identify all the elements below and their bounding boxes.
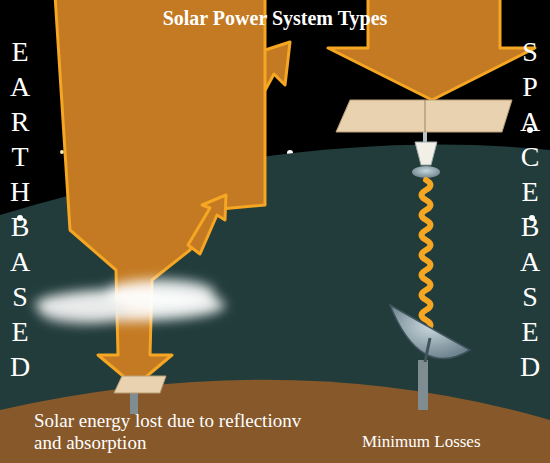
dish-feed — [425, 338, 430, 362]
panel-seam — [425, 100, 426, 132]
note: Minimum Losses — [362, 432, 481, 452]
note: Solar energy lost due to reflectionv and… — [34, 410, 319, 454]
transmit-dish — [412, 166, 440, 178]
transmitter — [415, 142, 437, 165]
cloud — [35, 279, 225, 324]
title: Solar Power System Types — [0, 6, 550, 30]
side-label: EARTH BASED — [6, 34, 34, 384]
earth-solar-panel — [114, 376, 166, 393]
ground — [0, 380, 550, 463]
space-solar-panel — [336, 100, 512, 132]
side-label: SPACE BASED — [516, 34, 544, 384]
space-mount — [423, 132, 427, 142]
sunlight-arrows — [55, 0, 290, 386]
dish-post — [418, 360, 428, 410]
receiver-dish — [390, 305, 470, 359]
